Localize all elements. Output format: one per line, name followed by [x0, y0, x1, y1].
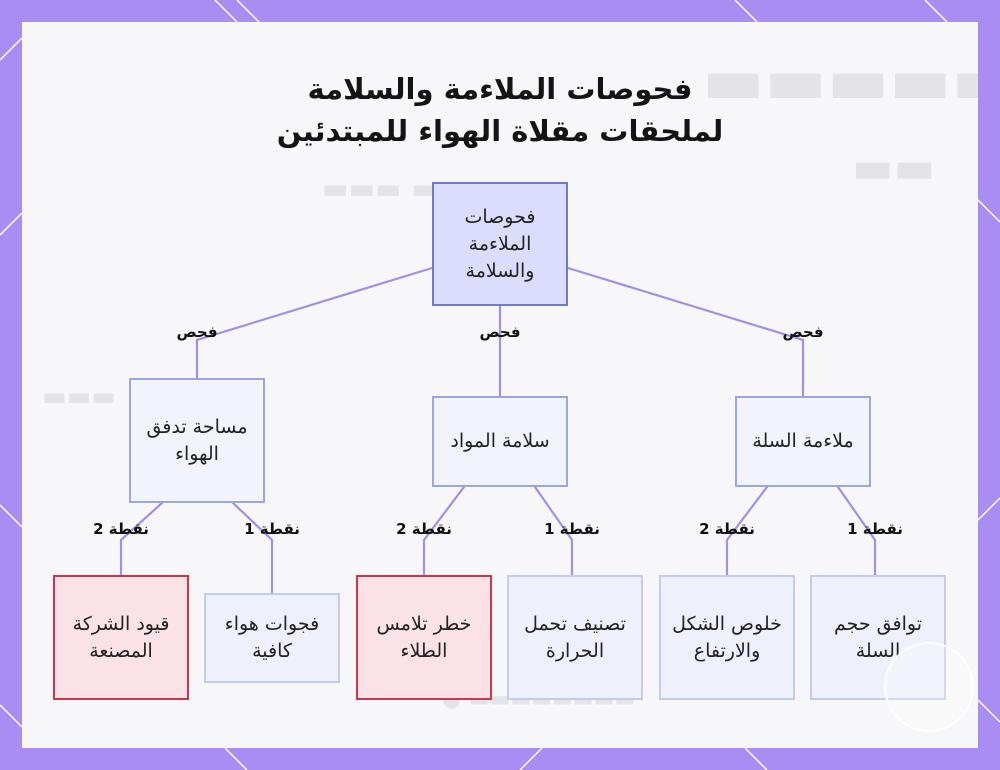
edge-label-point: نقطة 1 [244, 520, 300, 538]
corner-logo [884, 642, 974, 732]
node-basket-size-compat-label: توافق حجم السلة [833, 612, 922, 662]
node-basket-fit: ملاءمة السلة [735, 396, 871, 487]
edge-label-point: نقطة 1 [847, 520, 903, 538]
root-node-label: فحوصات الملاءمة والسلامة [464, 205, 536, 282]
connector-basket-point2 [725, 485, 769, 577]
watermark-graphic: ▬▬▬▬▬ [702, 42, 978, 119]
edge-label-point: نقطة 2 [699, 520, 755, 538]
node-shape-height-clearance: خلوص الشكل والارتفاع [659, 575, 795, 700]
node-basket-size-compat: توافق حجم السلة [810, 575, 946, 700]
title-line-2: لملحقات مقلاة الهواء للمبتدئين [276, 114, 724, 148]
connector-root-to-basket [566, 266, 805, 398]
connector-basket-point1 [836, 485, 877, 577]
root-node: فحوصات الملاءمة والسلامة [432, 182, 568, 306]
connector-airflow-point2 [119, 501, 164, 577]
connector-material-point1 [533, 485, 574, 577]
diagram-title: فحوصات الملاءمة والسلامة لملحقات مقلاة ا… [0, 68, 1000, 152]
node-air-gaps-label: فجوات هواء كافية [224, 613, 320, 662]
node-manufacturer-limits-label: قيود الشركة المصنعة [72, 612, 170, 662]
node-coating-contact-risk: خطر تلامس الطلاء [356, 575, 492, 700]
node-airflow-space-label: مساحة تدفق الهواء [146, 415, 248, 465]
node-heat-rating-label: تصنيف تحمل الحرارة [524, 612, 626, 662]
watermark-graphic: ▬▬▬ [42, 382, 116, 412]
edge-label-check: فحص [782, 323, 824, 341]
node-airflow-space: مساحة تدفق الهواء [129, 378, 265, 503]
node-shape-height-clearance-label: خلوص الشكل والارتفاع [672, 612, 782, 662]
node-basket-fit-label: ملاءمة السلة [752, 430, 854, 452]
watermark-graphic: ▬▬ [852, 142, 936, 193]
node-material-safety: سلامة المواد [432, 396, 568, 487]
node-heat-rating: تصنيف تحمل الحرارة [507, 575, 643, 700]
edge-label-point: نقطة 2 [93, 520, 149, 538]
node-material-safety-label: سلامة المواد [450, 430, 550, 452]
edge-label-check: فحص [176, 323, 218, 341]
node-manufacturer-limits: قيود الشركة المصنعة [53, 575, 189, 700]
edge-label-check: فحص [479, 323, 521, 341]
connector-material-point2 [422, 485, 466, 577]
node-coating-contact-risk-label: خطر تلامس الطلاء [376, 612, 472, 662]
edge-label-point: نقطة 2 [396, 520, 452, 538]
node-air-gaps: فجوات هواء كافية [204, 593, 340, 683]
edge-label-point: نقطة 1 [544, 520, 600, 538]
connector-airflow-point1 [231, 501, 274, 595]
title-line-1: فحوصات الملاءمة والسلامة [307, 72, 693, 106]
watermark-graphic: ▬▬▬ ▬ [322, 172, 438, 205]
connector-root-to-airflow [195, 266, 434, 380]
